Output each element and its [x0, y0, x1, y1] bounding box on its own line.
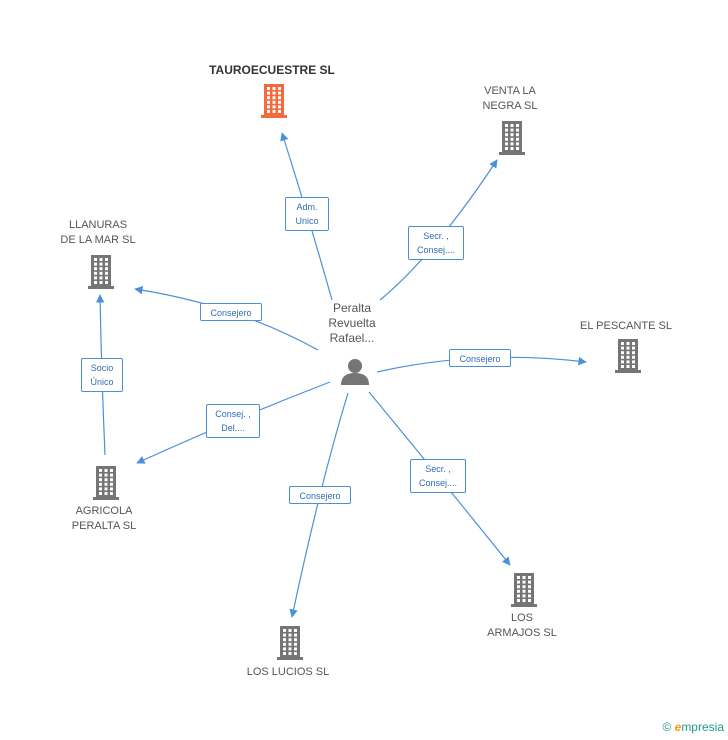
brand-name: mpresia — [681, 720, 724, 734]
building-icon-llanuras[interactable] — [88, 255, 114, 289]
footer-brand[interactable]: © empresia — [662, 720, 724, 734]
icons-layer — [88, 84, 641, 660]
relation-label-tauroecuestre[interactable]: Adm. Unico — [285, 197, 329, 231]
person-name[interactable]: Peralta Revuelta Rafael... — [328, 301, 376, 345]
company-name-tauroecuestre[interactable]: TAUROECUESTRE SL — [209, 62, 335, 77]
copyright-symbol: © — [662, 720, 672, 734]
building-icon-tauroecuestre[interactable] — [261, 84, 287, 118]
building-icon-armajos[interactable] — [511, 573, 537, 607]
person-icon[interactable] — [341, 359, 369, 385]
company-name-agricola[interactable]: AGRICOLA PERALTA SL — [71, 505, 137, 532]
relation-label-agricola[interactable]: Consej. , Del.... — [206, 404, 260, 438]
edges-layer — [95, 132, 587, 618]
brand-initial: e — [674, 720, 682, 734]
building-icon-lucios[interactable] — [277, 626, 303, 660]
relation-label-llanuras-from-agricola[interactable]: Socio Único — [81, 358, 123, 392]
company-name-venta[interactable]: VENTA LA NEGRA SL — [482, 85, 538, 112]
relation-label-lucios[interactable]: Consejero — [289, 486, 351, 504]
building-icon-venta[interactable] — [499, 121, 525, 155]
relation-label-armajos[interactable]: Secr. , Consej.... — [410, 459, 466, 493]
company-name-armajos[interactable]: LOS ARMAJOS SL — [487, 612, 557, 639]
edge-center-lucios — [289, 392, 349, 618]
company-name-lucios[interactable]: LOS LUCIOS SL — [246, 665, 330, 678]
company-name-llanuras[interactable]: LLANURAS DE LA MAR SL — [60, 219, 136, 246]
relation-label-pescante[interactable]: Consejero — [449, 349, 511, 367]
relation-label-llanuras[interactable]: Consejero — [200, 303, 262, 321]
building-icon-pescante[interactable] — [615, 339, 641, 373]
relation-label-venta[interactable]: Secr. , Consej.... — [408, 226, 464, 260]
building-icon-agricola[interactable] — [93, 466, 119, 500]
company-name-pescante[interactable]: EL PESCANTE SL — [580, 319, 672, 332]
